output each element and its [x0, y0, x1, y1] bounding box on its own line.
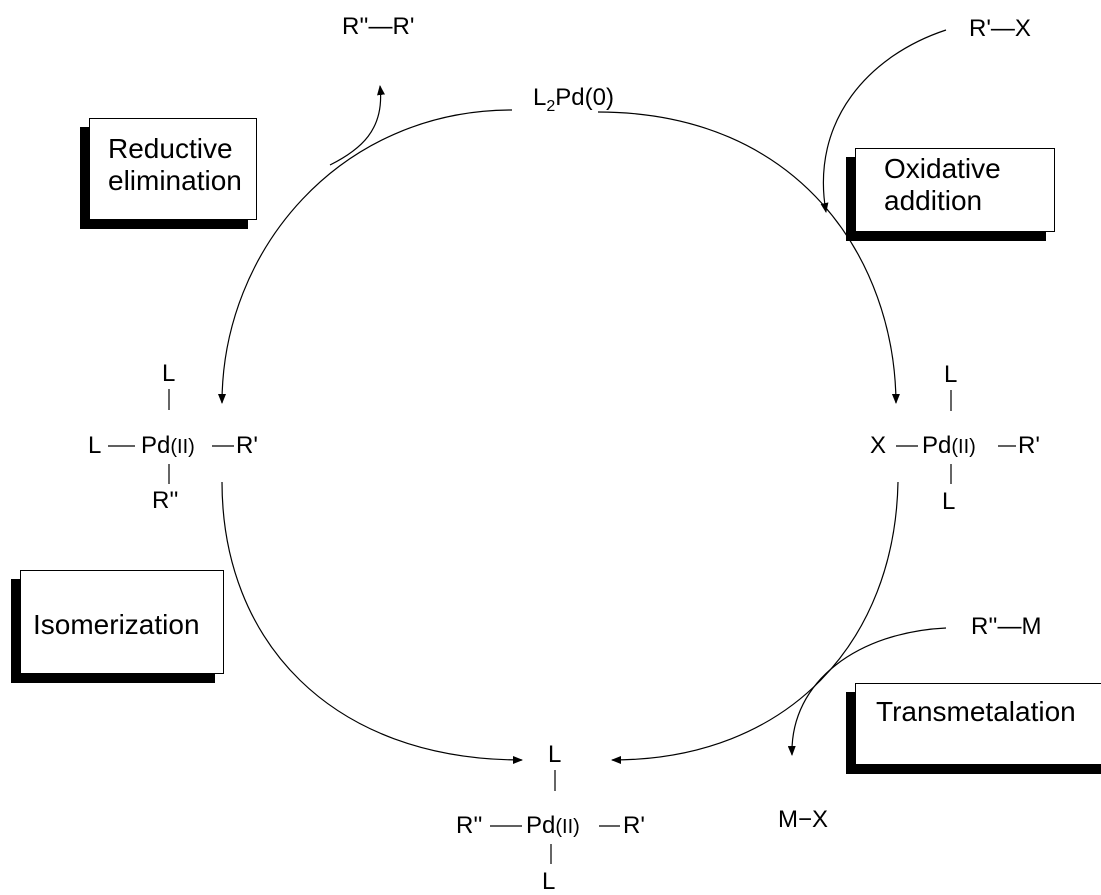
arrow-organometallic-to-byproduct: [787, 627, 947, 756]
complex-right-bottom: L: [942, 488, 956, 515]
arc-reductive-elimination: [218, 109, 513, 404]
reductive-label-line1: Reductive: [108, 133, 233, 164]
complex-left-left: L: [88, 432, 102, 459]
organometallic-label: R''—M: [971, 613, 1042, 640]
bonds-complex-right: [896, 390, 1016, 484]
complex-bottom-right: R': [623, 812, 645, 839]
oxidative-label-line2: addition: [884, 185, 983, 216]
step-isomerization: Isomerization: [20, 570, 224, 674]
complex-bottom-top: L: [548, 741, 562, 768]
step-transmetalation: Transmetalation: [855, 683, 1101, 765]
step-reductive-elimination: Reductive elimination: [89, 118, 257, 220]
complex-right-top: L: [944, 361, 958, 388]
transmetalation-label: Transmetalation: [876, 696, 1076, 727]
arrow-aryl-halide-in: [820, 29, 947, 213]
product-label: R''—R': [342, 13, 415, 40]
reductive-label-line2: elimination: [108, 165, 242, 196]
isomerization-label: Isomerization: [33, 609, 200, 640]
byproduct-label: M−X: [778, 806, 829, 833]
complex-left-bottom: R'': [152, 487, 179, 514]
oxidative-label-line1: Oxidative: [884, 153, 1001, 184]
complex-right-metal: Pd(II): [922, 432, 976, 459]
complex-left-top: L: [162, 360, 176, 387]
catalyst-label: L2Pd(0): [533, 84, 614, 115]
arc-oxidative-addition: [597, 111, 900, 404]
aryl-halide-label: R'—X: [969, 15, 1031, 42]
step-oxidative-addition: Oxidative addition: [855, 148, 1055, 232]
complex-bottom-left: R'': [456, 812, 483, 839]
bonds-complex-bottom: [490, 770, 620, 864]
arc-transmetalation: [611, 481, 899, 764]
complex-left-metal: Pd(II): [141, 432, 195, 459]
complex-right-right: R': [1018, 432, 1040, 459]
complex-left-right: R': [236, 432, 258, 459]
bonds-complex-left: [108, 389, 234, 484]
complex-right-left: X: [870, 432, 887, 459]
arc-isomerization: [221, 481, 523, 764]
complex-bottom-metal: Pd(II): [526, 812, 580, 839]
complex-bottom-bottom: L: [542, 868, 556, 895]
arrow-product-out: [329, 85, 385, 166]
